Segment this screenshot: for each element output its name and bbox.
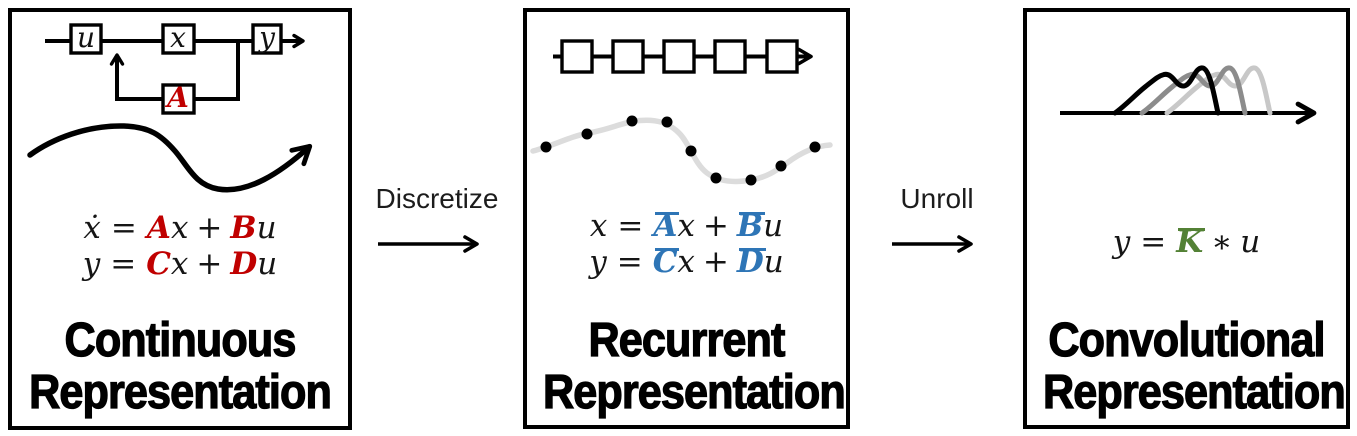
convolution-equation: y=K∗u <box>1027 224 1346 260</box>
title-line-1: Convolutional <box>1048 314 1326 367</box>
title-line-2: Representation <box>1042 366 1346 419</box>
feedback-block-label: A <box>167 81 189 115</box>
continuous-output-equation: y=Cx+Du <box>12 246 348 282</box>
state-block-label: x <box>170 21 186 55</box>
panel-recurrent: x=Ax+Bu y=Cx+Du Recurrent Representation <box>523 8 850 429</box>
recurrent-chain-diagram <box>530 39 833 186</box>
eq-lhs: y <box>1112 224 1131 260</box>
eq-convolution-operator: ∗ <box>1211 224 1233 260</box>
eq-plus: + <box>702 208 729 244</box>
eq-var-u: u <box>1240 224 1261 260</box>
eq-lhs: x <box>589 208 608 244</box>
eq-coef-B: B <box>230 210 257 246</box>
eq-plus: + <box>196 210 223 246</box>
recurrent-state-equation: x=Ax+Bu <box>527 208 846 244</box>
recurrent-output-equation: y=Cx+Du <box>527 244 846 280</box>
recurrent-equations: x=Ax+Bu y=Cx+Du <box>527 208 846 280</box>
kernel-curve-black <box>1112 65 1221 116</box>
transition-discretize: Discretize <box>372 184 502 254</box>
state-block-box <box>161 23 196 55</box>
eq-var-x: x <box>170 246 189 282</box>
eq-var-x: x <box>677 208 695 244</box>
eq-var-u: u <box>763 208 784 244</box>
eq-lhs: y <box>82 246 101 282</box>
eq-coef-A: A <box>146 210 171 246</box>
right-arrow-icon <box>378 235 479 253</box>
title-line-1: Continuous <box>64 314 297 367</box>
unroll-label: Unroll <box>900 183 974 214</box>
panel-title-recurrent: Recurrent Representation <box>542 314 846 419</box>
eq-coef-B-bar: B <box>736 208 766 244</box>
eq-coef-A-bar: A <box>653 208 680 244</box>
panel-convolutional: y=K∗u Convolutional Representation <box>1023 8 1350 429</box>
eq-plus: + <box>702 244 729 280</box>
output-block-label: y <box>259 21 275 55</box>
eq-equals: = <box>1140 224 1167 260</box>
output-block-box <box>251 23 283 55</box>
panel-continuous: u x y A ẋ=Ax+Bu y=Cx+Du Continuous Repre… <box>8 8 352 430</box>
sample-dots <box>540 115 821 186</box>
eq-coef-D: D <box>230 246 258 282</box>
title-line-1: Recurrent <box>588 314 786 367</box>
continuous-equations: ẋ=Ax+Bu y=Cx+Du <box>12 210 348 282</box>
state-space-block-diagram <box>27 23 313 193</box>
eq-lhs: ẋ <box>83 210 101 246</box>
title-line-2: Representation <box>28 366 332 419</box>
convolution-kernels-diagram <box>1060 65 1317 125</box>
right-arrow-icon <box>892 235 973 253</box>
block-boxes <box>69 23 283 115</box>
eq-equals: = <box>616 244 643 280</box>
continuous-state-equation: ẋ=Ax+Bu <box>12 210 348 246</box>
transition-unroll: Unroll <box>872 184 1002 254</box>
eq-coef-D-bar: D <box>736 244 766 280</box>
eq-plus: + <box>196 246 223 282</box>
eq-coef-C: C <box>146 246 171 282</box>
eq-var-u: u <box>763 244 784 280</box>
panel-title-continuous: Continuous Representation <box>28 314 332 419</box>
eq-var-u: u <box>257 246 278 282</box>
kernel-curves <box>1112 65 1273 116</box>
eq-equals: = <box>617 208 644 244</box>
eq-var-u: u <box>256 210 277 246</box>
kernel-curve-mid <box>1139 65 1248 116</box>
input-block-box <box>69 23 103 55</box>
panel-title-convolutional: Convolutional Representation <box>1042 314 1346 419</box>
continuous-signal-curve <box>27 123 313 193</box>
eq-equals: = <box>110 246 137 282</box>
eq-var-x: x <box>170 210 189 246</box>
eq-coef-C-bar: C <box>652 244 680 280</box>
input-block-label: u <box>76 21 96 55</box>
eq-equals: = <box>110 210 137 246</box>
title-line-2: Representation <box>542 366 846 419</box>
eq-lhs: y <box>589 244 607 280</box>
discretize-label: Discretize <box>375 183 499 214</box>
kernel-curve-light <box>1164 65 1273 116</box>
convolutional-equations: y=K∗u <box>1027 224 1346 260</box>
chain-cell-boxes <box>560 39 799 74</box>
sampled-signal-curve <box>530 117 833 185</box>
signal-path-lines <box>45 33 305 101</box>
eq-var-x: x <box>677 244 695 280</box>
feedback-block-box <box>161 83 196 115</box>
eq-kernel-K-bar: K <box>1176 224 1206 260</box>
